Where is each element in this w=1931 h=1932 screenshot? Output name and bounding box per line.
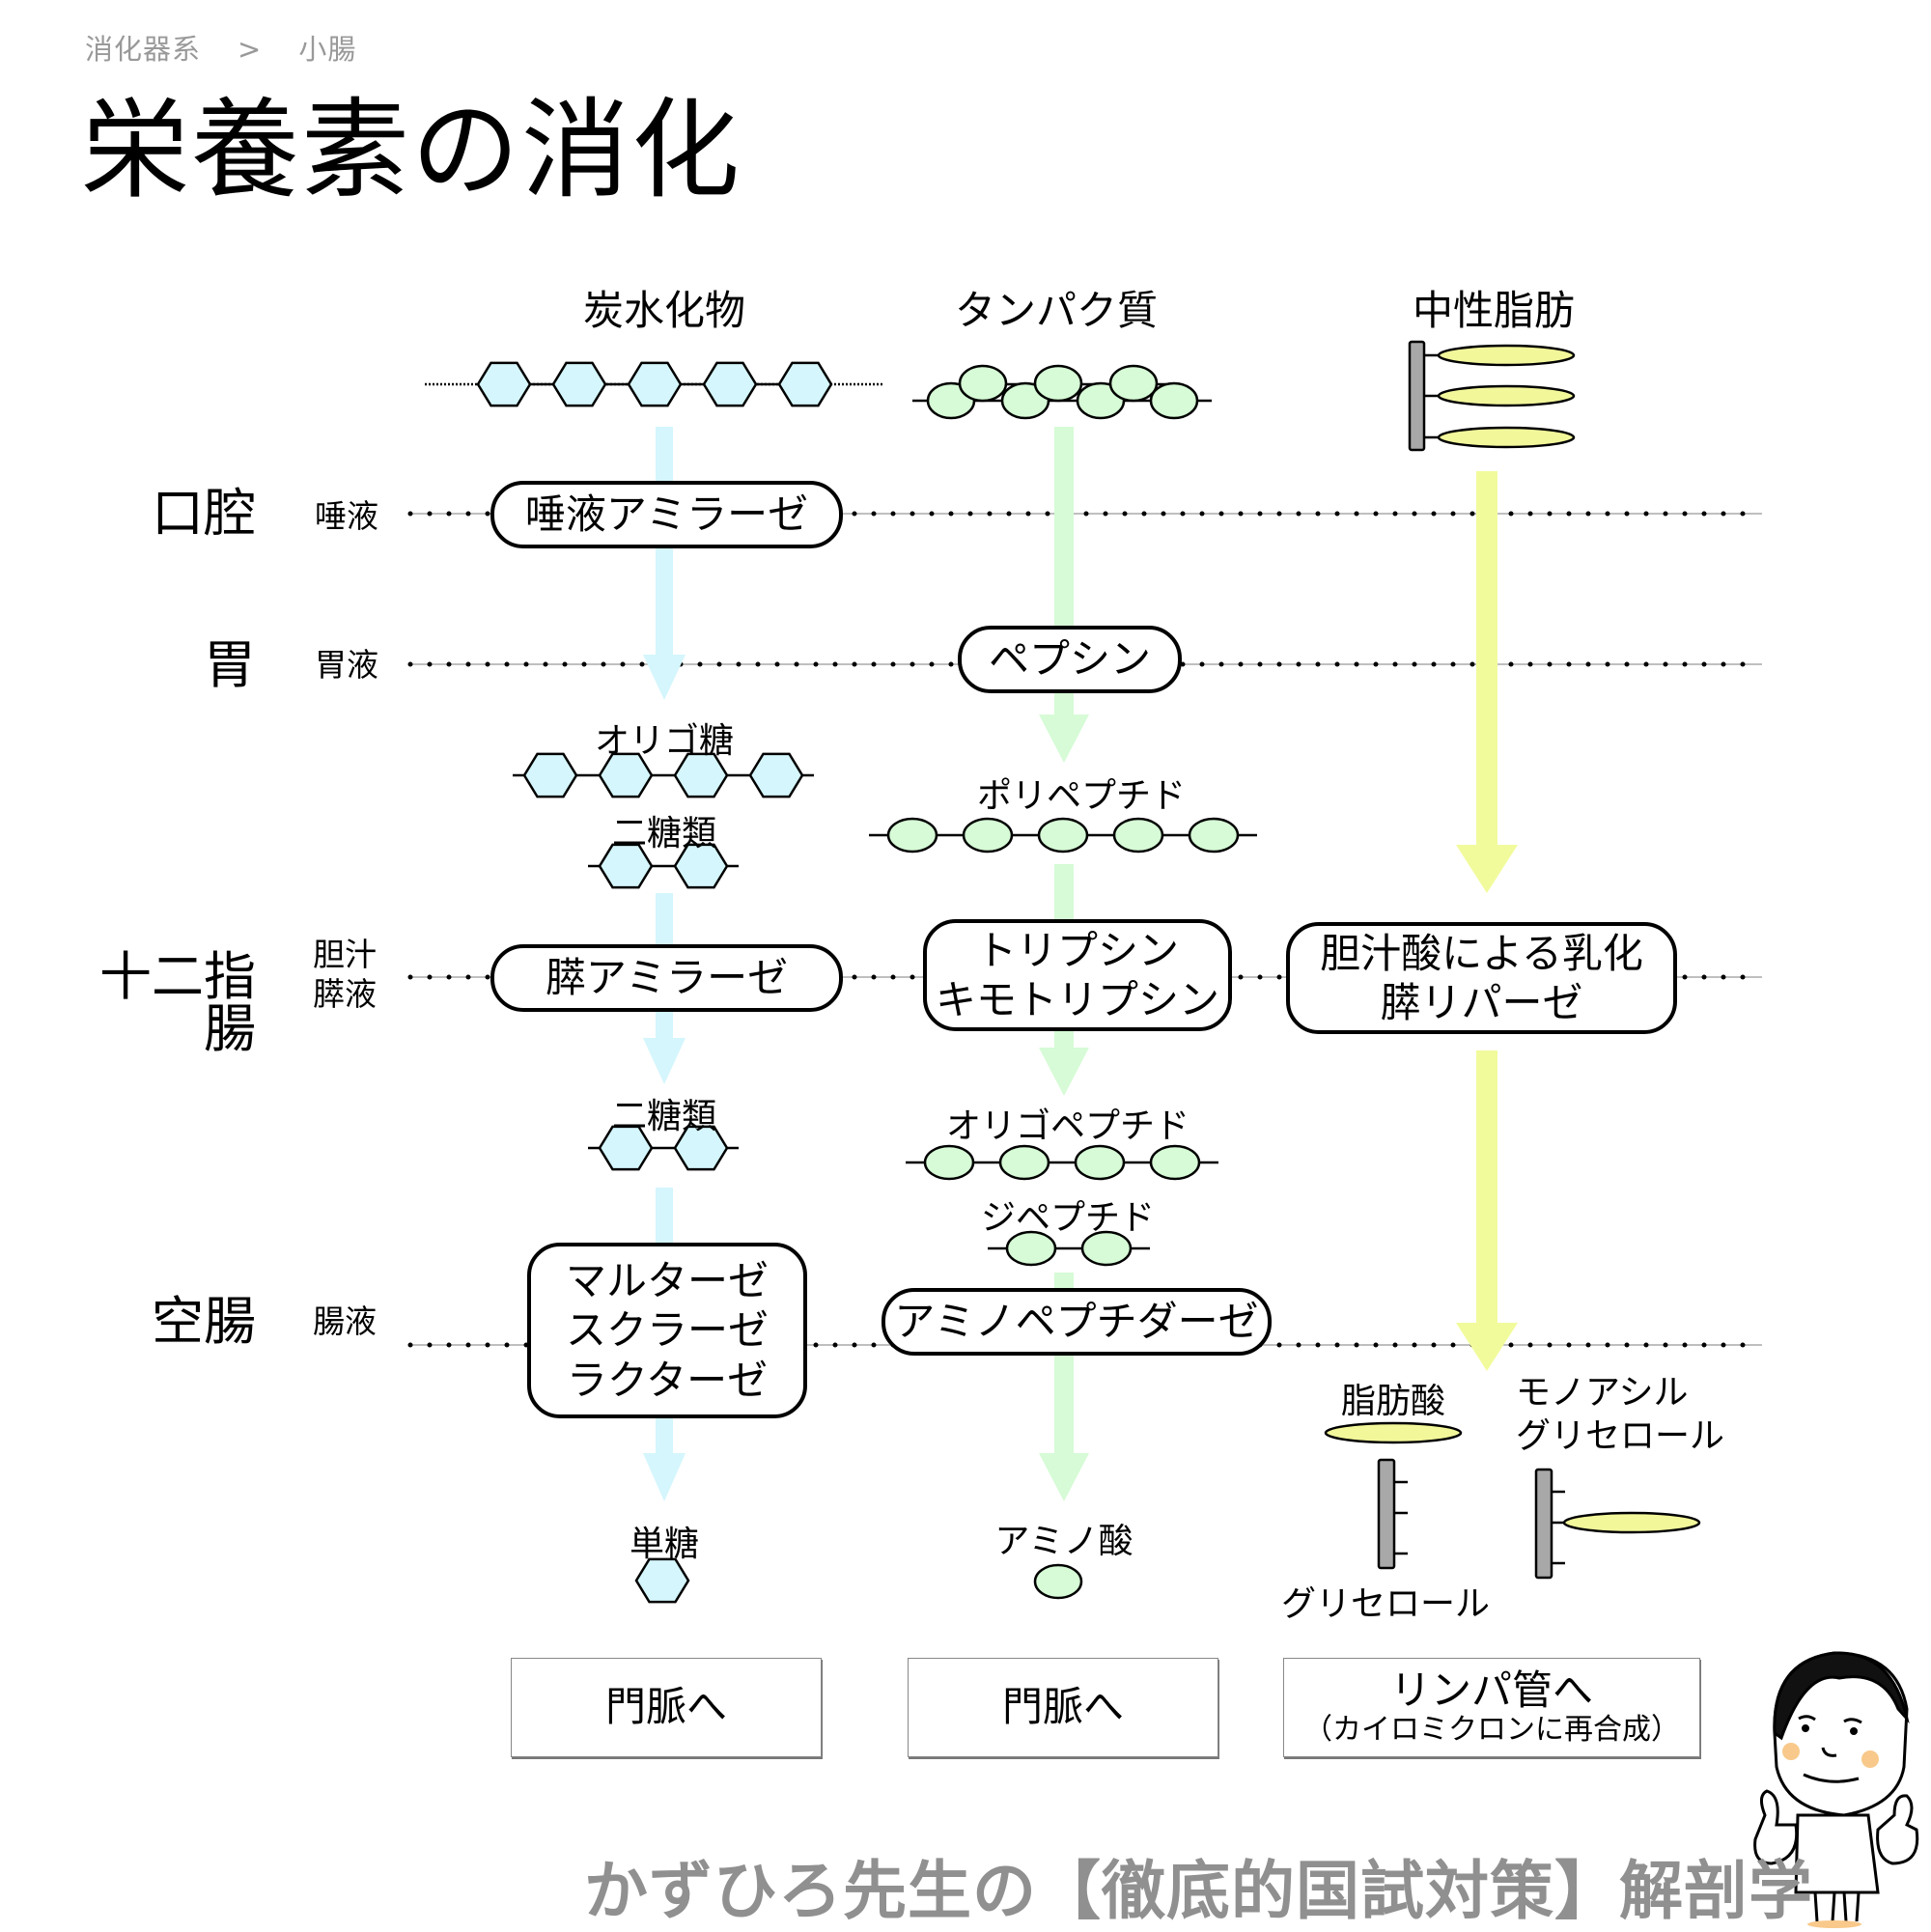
- label-monoacylglycerol: モノアシルグリセロール: [1516, 1373, 1725, 1456]
- arrow-protein-1: [1039, 427, 1089, 763]
- sugar-unit: [522, 752, 578, 798]
- footer-branding: かずひろ先生の【徹底的国試対策】解剖学: [584, 1854, 1813, 1928]
- sugar-unit: [634, 1557, 690, 1604]
- sugar-unit: [673, 1125, 729, 1171]
- oligopeptide-molecule: [906, 1144, 1218, 1181]
- sugar-unit: [627, 361, 683, 407]
- oligosaccharide-molecule: [513, 752, 814, 798]
- breadcrumb: 消化器系 > 小腸: [85, 27, 393, 68]
- disaccharide-molecule-2: [588, 1125, 739, 1171]
- fluid-label-oral: 唾液: [315, 497, 378, 535]
- amino-residue: [1188, 817, 1240, 854]
- monosaccharide-molecule: [634, 1557, 690, 1604]
- sugar-unit: [777, 361, 833, 407]
- label-disaccharide-1: 二糖類: [611, 814, 717, 854]
- glycerol-molecule: [1377, 1458, 1408, 1570]
- amino-residue: [1112, 817, 1164, 854]
- dipeptide-molecule: [988, 1230, 1150, 1267]
- amino-residue: [998, 1144, 1050, 1181]
- enzyme-pancreatic-amylase: 膵アミラーゼ: [490, 944, 843, 1012]
- arrow-protein-3: [1039, 1273, 1089, 1501]
- sugar-unit: [476, 361, 532, 407]
- fat-arrows: [1456, 471, 1518, 1371]
- breadcrumb-item-digestive-system[interactable]: 消化器系: [85, 33, 202, 66]
- label-fatty-acid: 脂肪酸: [1340, 1382, 1446, 1421]
- label-polypeptide: ポリペプチド: [976, 776, 1187, 816]
- protein-molecule: [912, 364, 1212, 420]
- enzyme-salivary-amylase: 唾液アミラーゼ: [490, 481, 843, 548]
- enzyme-trypsin-chymotrypsin: トリプシンキモトリプシン: [923, 919, 1232, 1031]
- breadcrumb-item-small-intestine[interactable]: 小腸: [298, 33, 357, 66]
- sugar-unit: [673, 752, 729, 798]
- label-oligopeptide: オリゴペプチド: [945, 1106, 1190, 1146]
- sugar-unit: [598, 843, 654, 889]
- amino-residue: [1080, 1230, 1133, 1267]
- amino-residue: [1037, 817, 1089, 854]
- mascot-doctor-illustration: [1753, 1651, 1919, 1928]
- starch-molecule: [425, 361, 884, 407]
- amino-residue: [962, 817, 1014, 854]
- fatty-acid-chain: [1437, 344, 1576, 367]
- amino-residue: [1033, 364, 1083, 403]
- fatty-acid-chain: [1437, 384, 1576, 407]
- row-label-duodenum: 十二指腸: [99, 946, 256, 1059]
- arrow-carb-1: [643, 427, 686, 700]
- enzyme-aminopeptidase: アミノペプチダーゼ: [882, 1288, 1272, 1356]
- row-label-oral: 口腔: [152, 483, 256, 544]
- label-dipeptide: ジペプチド: [980, 1198, 1156, 1238]
- amino-residue: [1005, 1230, 1057, 1267]
- fatty-acid-molecule: [1324, 1421, 1463, 1444]
- label-disaccharide-2: 二糖類: [611, 1097, 717, 1136]
- page-title: 栄養素の消化: [81, 88, 742, 213]
- column-header-protein: タンパク質: [954, 287, 1159, 334]
- destination-carbohydrate-portal-vein: 門脈へ: [511, 1658, 822, 1757]
- monoacylglycerol-molecule: [1534, 1468, 1701, 1580]
- column-header-fat: 中性脂肪: [1412, 287, 1576, 334]
- sugar-unit: [673, 843, 729, 889]
- sugar-unit: [598, 752, 654, 798]
- amino-acid-molecule: [1033, 1563, 1083, 1600]
- label-monosaccharide: 単糖: [629, 1525, 700, 1564]
- arrow-fat-1: [1456, 471, 1518, 893]
- fluid-label-jejunum: 腸液: [313, 1302, 377, 1340]
- amino-residue: [1108, 364, 1159, 403]
- row-label-jejunum: 空腸: [152, 1291, 256, 1352]
- amino-residue: [958, 364, 1008, 403]
- destination-protein-portal-vein: 門脈へ: [908, 1658, 1218, 1757]
- fatty-acid-chain: [1437, 426, 1576, 449]
- row-label-stomach: 胃: [204, 634, 256, 695]
- destination-fat-lymph: リンパ管へ （カイロミクロンに再合成）: [1283, 1658, 1700, 1757]
- sugar-unit: [748, 752, 804, 798]
- enzyme-pepsin: ペプシン: [958, 626, 1182, 693]
- amino-residue: [1149, 381, 1199, 420]
- sugar-unit: [598, 1125, 654, 1171]
- amino-residue: [923, 1144, 975, 1181]
- enzyme-bile-emulsification-lipase: 胆汁酸による乳化膵リパーゼ: [1286, 922, 1677, 1034]
- disaccharide-molecule-1: [588, 843, 739, 889]
- label-oligosaccharide: オリゴ糖: [594, 721, 735, 761]
- amino-residue: [886, 817, 938, 854]
- triglyceride-molecule: [1408, 340, 1576, 452]
- amino-residue: [1074, 1144, 1126, 1181]
- amino-residue: [1149, 1144, 1201, 1181]
- label-amino-acid: アミノ酸: [994, 1522, 1133, 1561]
- enzyme-disaccharidases: マルターゼスクラーゼラクターゼ: [527, 1243, 807, 1418]
- fluid-label-duodenum: 胆汁膵液: [313, 936, 377, 1014]
- arrow-fat-2: [1456, 1050, 1518, 1371]
- label-glycerol: グリセロール: [1280, 1584, 1491, 1624]
- column-header-carbohydrate: 炭水化物: [582, 287, 746, 334]
- breadcrumb-separator: >: [238, 33, 263, 66]
- fluid-label-stomach: 胃液: [315, 646, 378, 684]
- polypeptide-molecule: [869, 817, 1257, 854]
- sugar-unit: [551, 361, 607, 407]
- glycerol-backbone: [1408, 340, 1426, 452]
- sugar-unit: [702, 361, 758, 407]
